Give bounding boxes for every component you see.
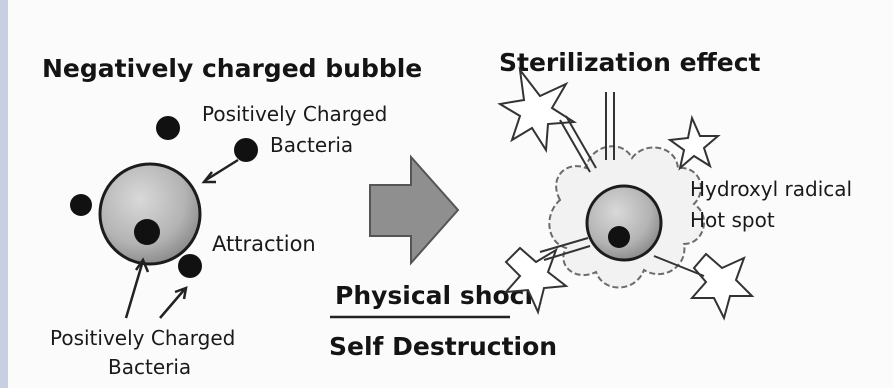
ray-upper-left-2 [566, 116, 596, 168]
explosion-star-top-right [670, 118, 718, 168]
bacterium-right [234, 138, 258, 162]
right-title: Sterilization effect [499, 48, 761, 77]
label-bacteria-bottom: Bacteria [108, 355, 191, 379]
explosion-star-top-left [500, 70, 574, 150]
arrow-bottom-right [160, 290, 184, 318]
ray-upper-left-1 [560, 120, 590, 172]
bacterium-top [156, 116, 180, 140]
bacterium-bottom-right [178, 254, 202, 278]
arrow-to-bubble-right [206, 160, 238, 180]
left-title: Negatively charged bubble [42, 54, 422, 83]
explosion-star-bottom-right [692, 254, 752, 318]
collapsing-bubble [587, 186, 661, 260]
bacterium-destroyed [608, 226, 630, 248]
label-positively-charged-bottom: Positively Charged [50, 326, 235, 350]
label-attraction: Attraction [212, 232, 316, 256]
label-bacteria-top: Bacteria [270, 133, 353, 157]
label-positively-charged-top: Positively Charged [202, 102, 387, 126]
process-arrow [370, 157, 458, 263]
arrow-bottom-left [126, 264, 142, 318]
label-hydroxyl-radical: Hydroxyl radical [690, 177, 852, 201]
bacterium-left [70, 194, 92, 216]
label-hot-spot: Hot spot [690, 208, 775, 232]
label-self-destruction: Self Destruction [329, 332, 557, 361]
bacterium-inner [134, 219, 160, 245]
negatively-charged-bubble [100, 164, 200, 264]
